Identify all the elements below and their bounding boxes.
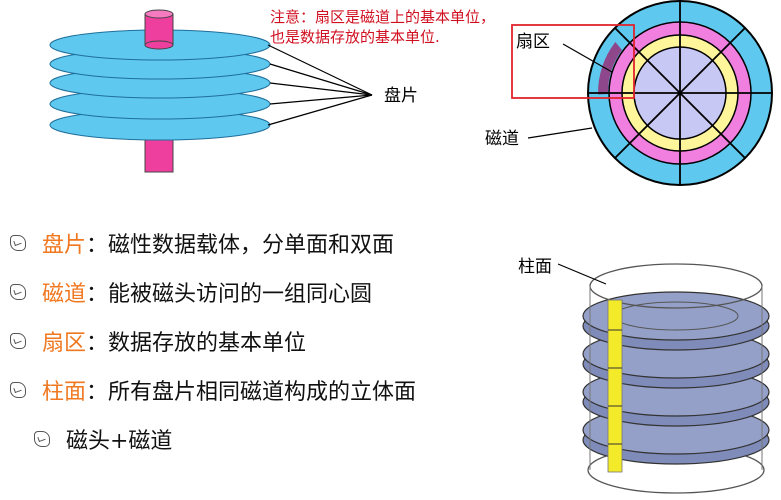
term-separator: ： — [86, 379, 109, 405]
cylinder-pointer — [557, 263, 607, 285]
platter-label: 盘片 — [384, 86, 418, 106]
cylinder-strip — [607, 299, 623, 473]
list-item: 扇区 ： 数据存放的基本单位 — [10, 316, 530, 365]
definition-platter: 磁性数据载体，分单面和双面 — [108, 232, 395, 258]
disk-surface — [587, 0, 773, 186]
list-item: 盘片 ： 磁性数据载体，分单面和双面 — [10, 218, 530, 267]
sub-list-item: 磁头+磁道 — [10, 414, 530, 463]
term-sector: 扇区 — [42, 330, 87, 356]
term-separator: ： — [86, 330, 109, 356]
cylinder-label: 柱面 — [518, 257, 552, 277]
list-item: 磁道 ： 能被磁头访问的一组同心圆 — [10, 267, 530, 316]
track-pointer — [527, 127, 593, 139]
term-track: 磁道 — [42, 281, 87, 307]
term-platter: 盘片 — [42, 232, 87, 258]
hand-bullet-icon — [10, 332, 26, 349]
hand-bullet-icon — [10, 381, 26, 398]
hand-bullet-icon — [10, 234, 26, 251]
definition-sector: 数据存放的基本单位 — [108, 330, 307, 356]
platter-stack — [49, 9, 271, 173]
sub-definition: 磁头+磁道 — [66, 428, 173, 454]
note-line-1: 注意：扇区是磁道上的基本单位， — [270, 8, 495, 26]
track-label: 磁道 — [485, 129, 519, 149]
cylinder-stack — [582, 263, 770, 494]
hand-bullet-icon — [10, 283, 26, 300]
term-cylinder: 柱面 — [42, 379, 87, 405]
platter-pointers — [267, 44, 373, 126]
sector-label: 扇区 — [516, 32, 550, 52]
definition-list: 盘片 ： 磁性数据载体，分单面和双面 磁道 ： 能被磁头访问的一组同心圆 扇区 … — [10, 218, 530, 463]
list-item: 柱面 ： 所有盘片相同磁道构成的立体面 — [10, 365, 530, 414]
sector-callout-box — [511, 24, 635, 99]
note-line-2: 也是数据存放的基本单位. — [270, 28, 440, 46]
definition-track: 能被磁头访问的一组同心圆 — [108, 281, 373, 307]
spindle-bottom — [144, 135, 174, 173]
sector-pointer — [562, 43, 613, 73]
sector-highlight — [598, 42, 622, 95]
term-separator: ： — [86, 281, 109, 307]
hand-bullet-icon — [34, 430, 50, 447]
term-separator: ： — [86, 232, 109, 258]
spindle-cap — [144, 9, 174, 19]
definition-cylinder: 所有盘片相同磁道构成的立体面 — [108, 379, 417, 405]
spindle-base — [144, 40, 174, 50]
